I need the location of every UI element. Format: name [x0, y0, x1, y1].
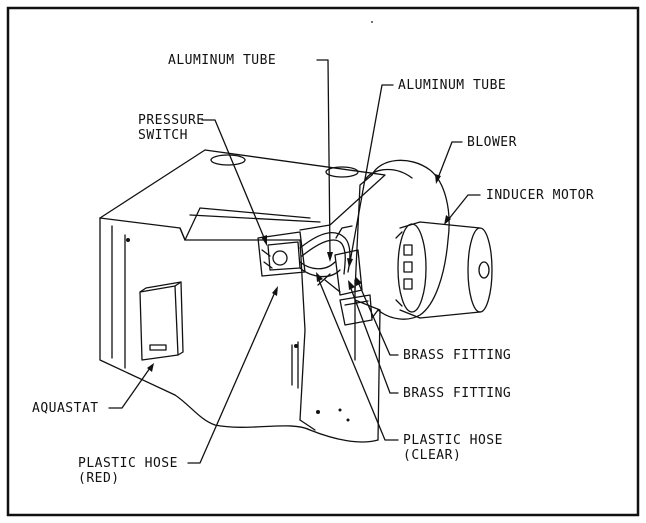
label-aquastat: AQUASTAT — [32, 401, 99, 416]
aquastat-box — [139, 281, 184, 361]
label-pressure-switch-line2: SWITCH — [138, 128, 188, 143]
label-aluminum-tube-1: ALUMINUM TUBE — [168, 53, 276, 68]
tubing — [299, 225, 353, 293]
leader-lines — [108, 59, 481, 464]
label-blower: BLOWER — [467, 135, 517, 150]
top-opening-right — [325, 166, 359, 178]
inducer-motor — [395, 221, 493, 319]
label-brass-fitting-1: BRASS FITTING — [403, 348, 511, 363]
label-plastic-hose-red-line2: (RED) — [78, 471, 120, 486]
boiler-cabinet — [99, 149, 386, 443]
label-plastic-hose-red-line1: PLASTIC HOSE — [78, 456, 178, 471]
label-inducer-motor: INDUCER MOTOR — [486, 188, 594, 203]
top-opening-left — [210, 154, 246, 166]
diagram-frame — [6, 6, 640, 517]
label-aluminum-tube-2: ALUMINUM TUBE — [398, 78, 506, 93]
label-brass-fitting-2: BRASS FITTING — [403, 386, 511, 401]
label-plastic-hose-clear-line2: (CLEAR) — [403, 448, 461, 463]
label-plastic-hose-clear-line1: PLASTIC HOSE — [403, 433, 503, 448]
label-pressure-switch-line1: PRESSURE — [138, 113, 205, 128]
